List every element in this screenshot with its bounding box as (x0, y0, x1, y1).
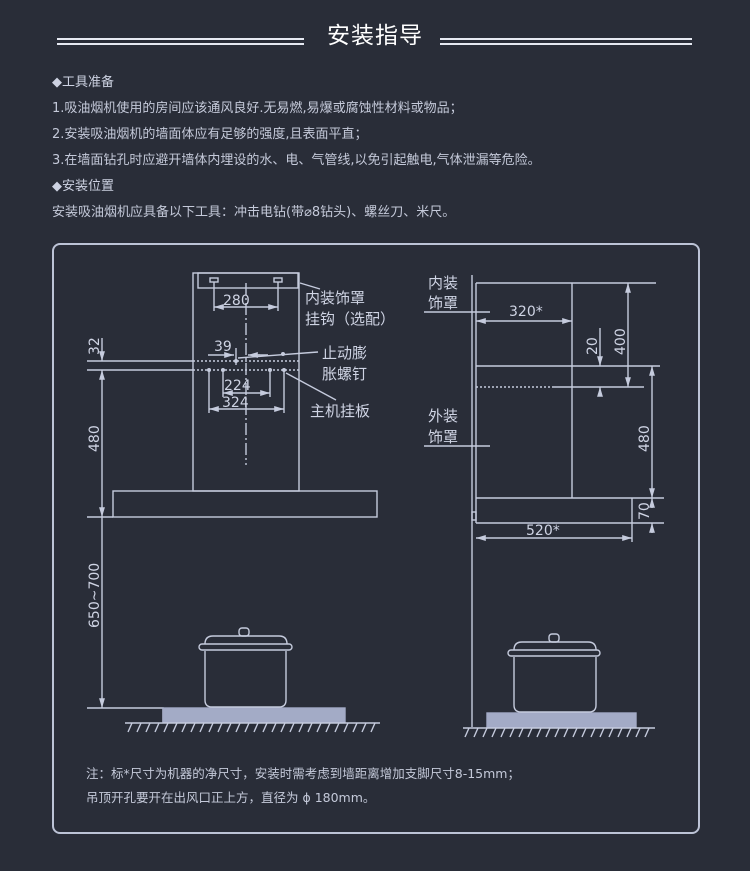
dim-20: 20 (585, 337, 601, 355)
title-row: 安装指导 (0, 14, 750, 50)
floor-hatch (491, 727, 497, 738)
title-rule-left (57, 38, 304, 45)
floor-hatch (581, 727, 587, 738)
side-view (424, 275, 664, 738)
dim-520: 520* (526, 523, 560, 539)
floor-hatch (289, 722, 295, 733)
tools-item: 3.在墙面钻孔时应避开墙体内埋设的水、电、气管线,以免引起触电,气体泄漏等危险。 (52, 153, 541, 168)
floor-hatch (154, 722, 160, 733)
dim-280: 280 (223, 293, 250, 309)
floor-hatch (626, 727, 632, 738)
tools-heading: ◆工具准备 (52, 75, 114, 90)
pot-right-body (513, 657, 597, 713)
floor-hatch (608, 727, 614, 738)
label-bolt-2: 胀螺钉 (322, 365, 367, 383)
floor-hatch (127, 722, 133, 733)
floor-hatch (509, 727, 515, 738)
floor-hatch (271, 722, 277, 733)
hook-right (273, 277, 283, 283)
label-inner-cover: 内装 (428, 274, 458, 292)
floor-hatch (163, 722, 169, 733)
dim-224: 224 (224, 378, 251, 394)
dim-320: 320* (509, 304, 543, 320)
label-inner-cover-2: 饰罩 (428, 294, 458, 312)
label-bolt: 止动膨 (322, 344, 367, 362)
floor-hatch (262, 722, 268, 733)
floor-hatch (208, 722, 214, 733)
floor-hatch (136, 722, 142, 733)
floor-hatch (298, 722, 304, 733)
note-line: 注：标*尺寸为机器的净尺寸，安装时需考虑到墙距离增加支脚尺寸8-15mm； (86, 766, 520, 781)
diagram-panel (52, 243, 700, 834)
floor-hatch (464, 727, 470, 738)
label-hook-optional: 挂钩（选配） (305, 310, 395, 328)
pot-left-body (204, 651, 287, 708)
title-rule-right (440, 38, 692, 45)
floor-hatch (536, 727, 542, 738)
instructions: ◆工具准备 1.吸油烟机使用的房间应该通风良好.无易燃,易爆或腐蚀性材料或物品；… (52, 70, 541, 226)
label-outer-cover-2: 饰罩 (428, 428, 458, 446)
floor-hatch (361, 722, 367, 733)
hook-bar (197, 272, 299, 289)
tools-item: 2.安装吸油烟机的墙面体应有足够的强度,且表面平直； (52, 127, 368, 142)
floor-hatch (253, 722, 259, 733)
floor-hatch (217, 722, 223, 733)
floor-hatch (599, 727, 605, 738)
dim-32: 32 (87, 337, 103, 355)
dim-480-side: 480 (637, 425, 653, 452)
floor-hatch (644, 727, 650, 738)
floor-hatch (172, 722, 178, 733)
front-view (87, 272, 380, 733)
floor-hatch (545, 727, 551, 738)
floor-hatch (563, 727, 569, 738)
floor-hatch (473, 727, 479, 738)
floor-hatch (572, 727, 578, 738)
position-heading: ◆安装位置 (52, 179, 114, 194)
floor-hatch (316, 722, 322, 733)
note-line: 吊顶开孔要开在出风口正上方，直径为 ϕ 180mm。 (86, 790, 376, 805)
hood-body (112, 490, 378, 518)
floor-hatch (500, 727, 506, 738)
floor-hatch (190, 722, 196, 733)
floor-hatch (145, 722, 151, 733)
label-plate: 主机挂板 (310, 402, 370, 420)
label-hook: 内装饰罩 (305, 289, 365, 307)
floor-hatch (590, 727, 596, 738)
floor-hatch (554, 727, 560, 738)
dim-650-700: 650~700 (87, 563, 103, 628)
dim-480: 480 (87, 425, 103, 452)
floor-hatch (617, 727, 623, 738)
label-outer-cover: 外装 (428, 407, 458, 425)
cooktop-left (162, 707, 346, 723)
floor-hatch (199, 722, 205, 733)
floor-hatch (370, 722, 376, 733)
floor-hatch (635, 727, 641, 738)
dim-39: 39 (214, 339, 232, 355)
tools-item: 1.吸油烟机使用的房间应该通风良好.无易燃,易爆或腐蚀性材料或物品； (52, 101, 463, 116)
floor-hatch (334, 722, 340, 733)
floor-hatch (244, 722, 250, 733)
floor-hatch (325, 722, 331, 733)
notes: 注：标*尺寸为机器的净尺寸，安装时需考虑到墙距离增加支脚尺寸8-15mm； 吊顶… (86, 762, 520, 810)
floor-hatch (352, 722, 358, 733)
dim-70: 70 (637, 502, 653, 520)
hook-left (209, 277, 219, 283)
floor-hatch (527, 727, 533, 738)
position-text: 安装吸油烟机应具备以下工具：冲击电钻(带⌀8钻头)、螺丝刀、米尺。 (52, 205, 456, 220)
dim-400: 400 (613, 328, 629, 355)
floor-hatch (482, 727, 488, 738)
floor-hatch (181, 722, 187, 733)
floor-hatch (307, 722, 313, 733)
dim-324: 324 (222, 395, 249, 411)
floor-hatch (343, 722, 349, 733)
page-title: 安装指导 (327, 23, 423, 49)
floor-hatch (235, 722, 241, 733)
floor-hatch (280, 722, 286, 733)
floor-hatch (518, 727, 524, 738)
cooktop-right (486, 712, 637, 728)
floor-hatch (226, 722, 232, 733)
